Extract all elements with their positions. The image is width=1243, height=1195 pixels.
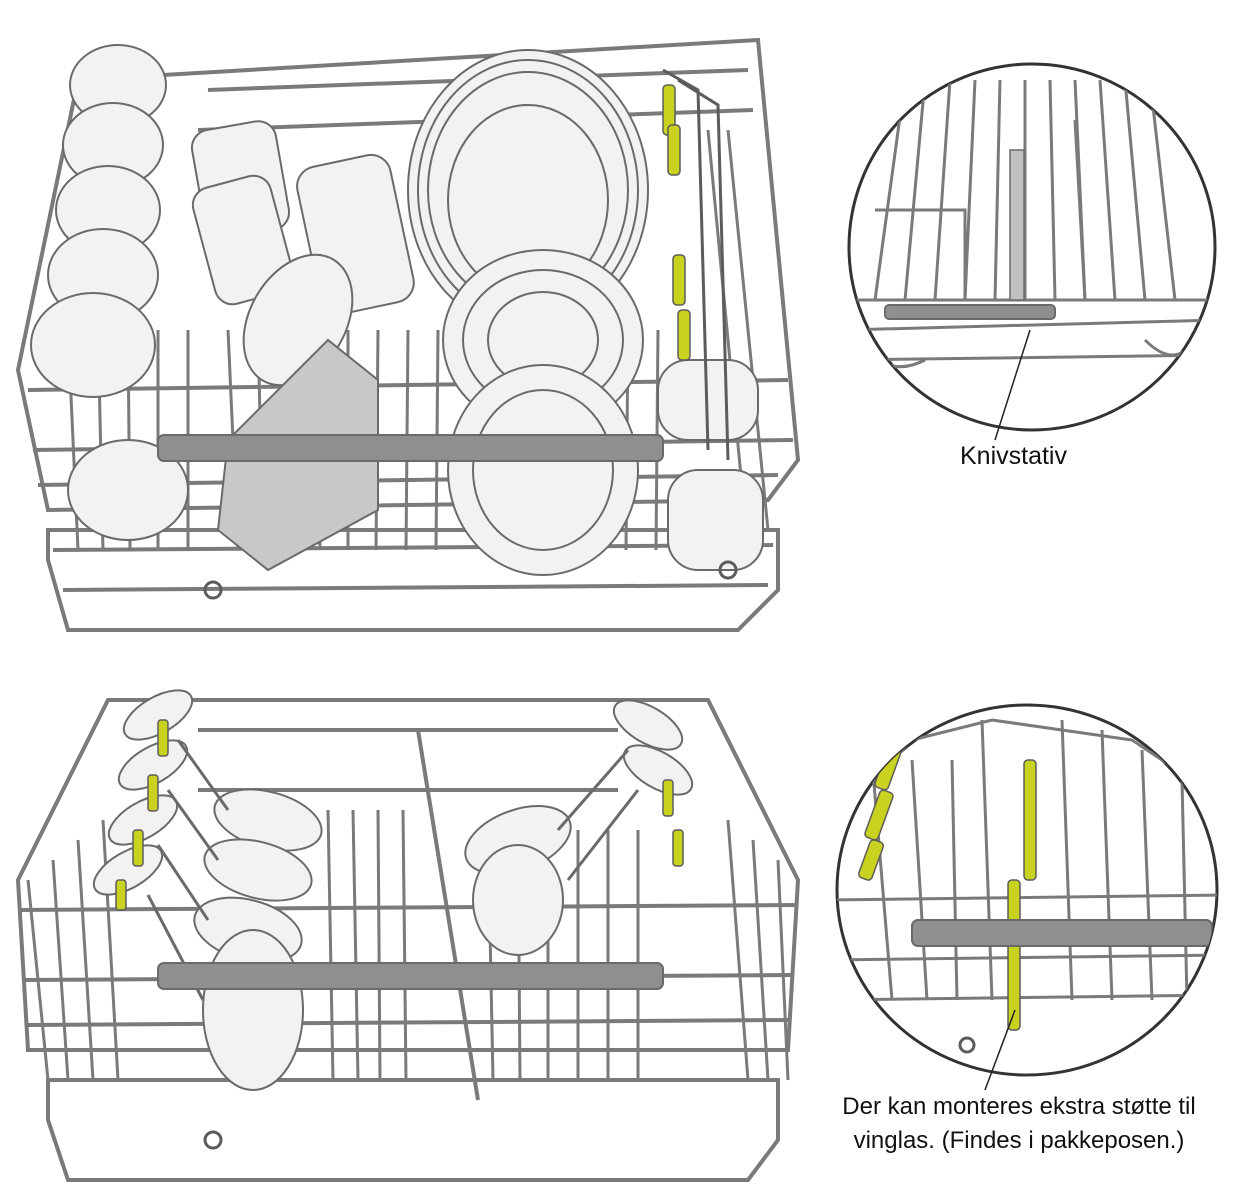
wheel (203, 580, 223, 600)
rack-handle (157, 434, 664, 462)
extra-support-label: Der kan monteres ekstra støtte til vingl… (795, 1090, 1243, 1158)
wheel (958, 1036, 976, 1054)
wheel (718, 560, 738, 580)
yellow-clips (115, 719, 684, 911)
rack-base-frame (46, 1078, 780, 1182)
wine-glass (622, 744, 694, 796)
upper-rack-loaded-illustration (15, 37, 801, 632)
knife-rack (1009, 149, 1025, 301)
knife-rack-handle (884, 304, 1056, 320)
wine-glasses-right (464, 699, 694, 956)
extra-support-bar (1023, 759, 1037, 881)
rack-handle (911, 919, 1213, 947)
wine-glass-bowl (472, 844, 564, 956)
plates-small (442, 249, 644, 576)
wine-glass-bowl (202, 929, 304, 1091)
rack-handle (157, 962, 664, 990)
rack-top-rim (15, 698, 801, 1052)
wine-glass-bowl (203, 838, 313, 902)
cup (667, 469, 764, 571)
rack-base-frame (46, 528, 780, 632)
cup (30, 292, 156, 398)
extra-support-highlight (857, 739, 1037, 1031)
wheel (203, 1130, 223, 1150)
knife-rack-label: Knivstativ (960, 442, 1067, 470)
cups-row (30, 44, 189, 541)
extra-support-label-line2: vinglas. (Findes i pakkeposen.) (853, 1127, 1185, 1154)
cup-shelf (662, 68, 730, 461)
yellow-clips (662, 84, 691, 361)
extra-support-label-line1: Der kan monteres ekstra støtte til (842, 1093, 1196, 1120)
upper-rack-wine-glasses-illustration (15, 689, 801, 1182)
wine-glass (612, 699, 684, 751)
cup (67, 439, 189, 541)
knife-rack-detail-circle (847, 62, 1217, 432)
extra-support-detail-circle (835, 703, 1219, 1077)
wine-glasses-left (92, 689, 323, 1091)
glasses-group (190, 120, 415, 387)
wine-glass (117, 739, 189, 791)
